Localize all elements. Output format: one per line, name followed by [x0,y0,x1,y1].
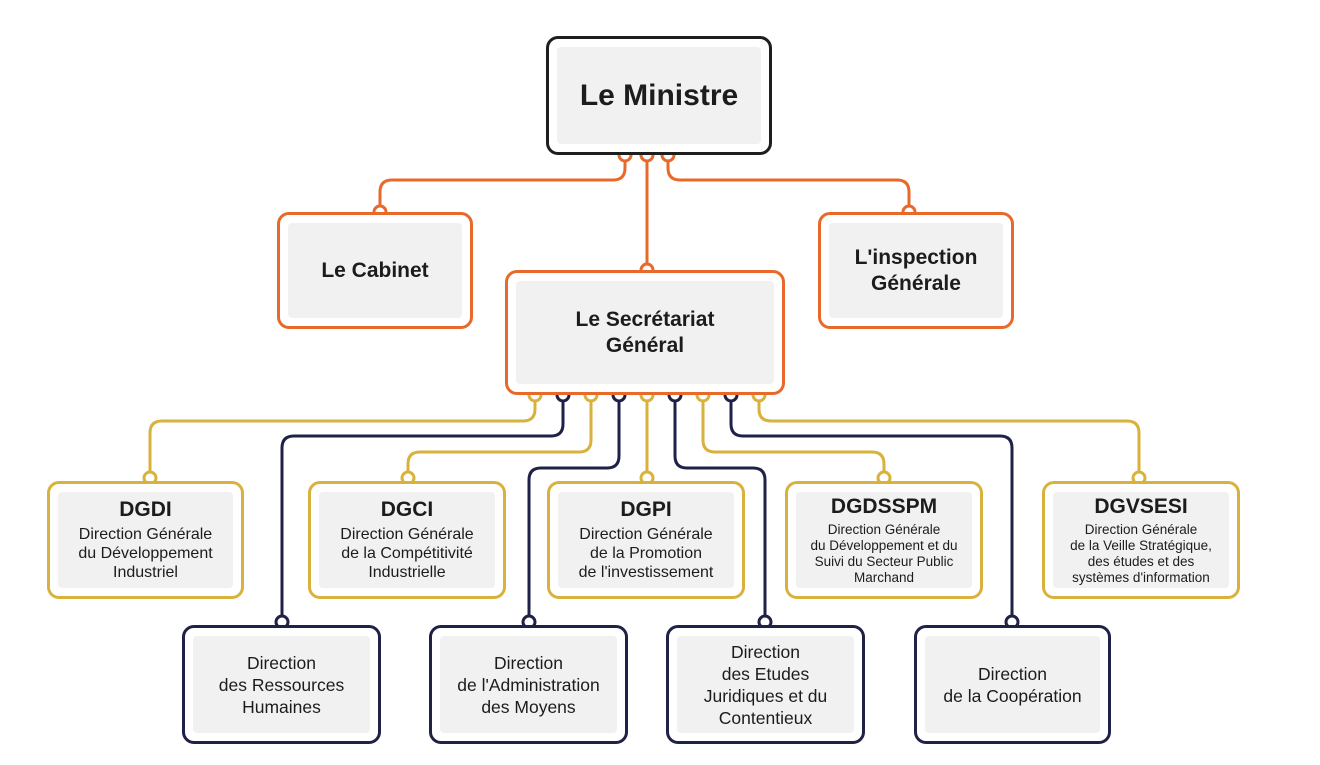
dg-box-dgci: DGCI Direction Générale de la Compétitiv… [308,481,506,599]
connector-sg-dgdi [148,395,537,478]
connector-sg-drh [280,395,565,622]
connector-sg-dgdsspm [701,395,886,478]
dg-box-dgdsspm: DGDSSPM Direction Générale du Développem… [785,481,983,599]
direction-label: Direction de la Coopération [943,663,1082,706]
dg-code: DGDSSPM [830,494,938,518]
inspection-label: L'inspection Générale [854,245,978,295]
connector-sg-dgci [406,395,593,478]
dg-box-dgvsesi: DGVSESI Direction Générale de la Veille … [1042,481,1240,599]
minister-label: Le Ministre [579,78,739,112]
connector-sg-dam [527,395,621,622]
dg-code: DGPI [620,498,672,521]
dg-box-dgdi: DGDI Direction Générale du Développement… [47,481,244,599]
dg-code: DGVSESI [1094,494,1188,518]
connector-sg-dc [729,395,1014,622]
cabinet-label: Le Cabinet [321,258,429,282]
connector-minister-cabinet [378,155,627,210]
secretariat-box: Le Secrétariat Général [505,270,785,395]
cabinet-box: Le Cabinet [277,212,473,329]
dg-description: Direction Générale de la Veille Stratégi… [1070,521,1212,585]
secretariat-label: Le Secrétariat Général [575,307,715,357]
direction-box-rh: Direction des Ressources Humaines [182,625,381,744]
direction-box-am: Direction de l'Administration des Moyens [429,625,628,744]
dg-description: Direction Générale du Développement et d… [810,521,958,585]
direction-label: Direction des Etudes Juridiques et du Co… [703,641,828,728]
direction-box-ejc: Direction des Etudes Juridiques et du Co… [666,625,865,744]
connector-sg-dgvsesi [757,395,1141,478]
dg-description: Direction Générale de la Promotion de l'… [578,526,714,581]
inspection-box: L'inspection Générale [818,212,1014,329]
direction-label: Direction des Ressources Humaines [218,652,345,717]
connector-sg-dejc [673,395,767,622]
dg-code: DGDI [119,498,172,521]
minister-box: Le Ministre [546,36,772,155]
dg-description: Direction Générale du Développement Indu… [78,526,213,581]
dg-description: Direction Générale de la Compétitivité I… [340,526,474,581]
direction-label: Direction de l'Administration des Moyens [457,652,600,717]
dg-code: DGCI [380,498,434,521]
dg-box-dgpi: DGPI Direction Générale de la Promotion … [547,481,745,599]
direction-box-coop: Direction de la Coopération [914,625,1111,744]
connector-minister-inspection [666,155,911,210]
